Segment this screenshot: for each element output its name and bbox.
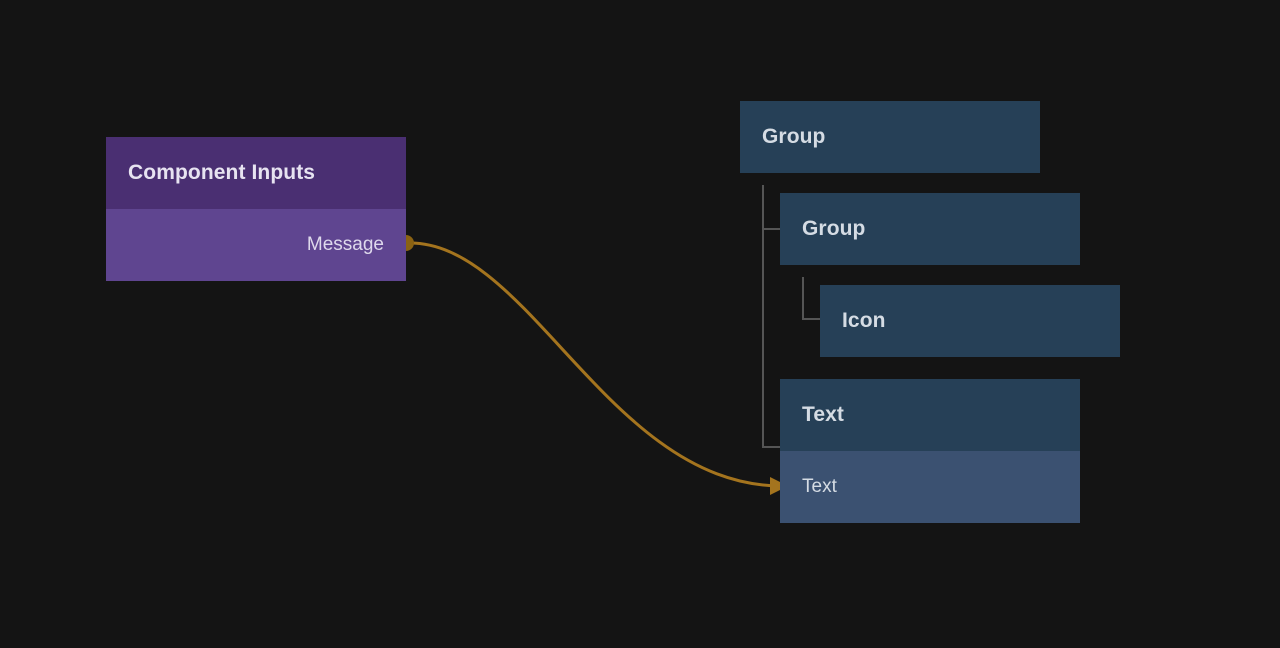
connection-message-to-text[interactable] — [408, 241, 784, 488]
tree-connector-icon — [802, 277, 820, 320]
node-icon[interactable]: Icon — [820, 285, 1120, 357]
node-text-header[interactable]: Text — [780, 379, 1080, 451]
node-title: Group — [762, 125, 826, 148]
port-row-text[interactable]: Text — [780, 451, 1080, 523]
node-group-root[interactable]: Group — [740, 101, 1040, 173]
port-row-message[interactable]: Message — [106, 209, 406, 281]
node-group-root-header[interactable]: Group — [740, 101, 1040, 173]
port-label: Message — [306, 234, 384, 255]
node-icon-header[interactable]: Icon — [820, 285, 1120, 357]
node-component-inputs-header[interactable]: Component Inputs — [106, 137, 406, 209]
port-label: Text — [802, 476, 837, 497]
node-component-inputs[interactable]: Component Inputs Message — [106, 137, 406, 281]
tree-connector-root — [762, 185, 780, 448]
node-title: Group — [802, 217, 866, 240]
node-title: Component Inputs — [128, 161, 316, 184]
node-group-child[interactable]: Group — [780, 193, 1080, 265]
node-title: Icon — [842, 309, 886, 332]
node-group-child-header[interactable]: Group — [780, 193, 1080, 265]
node-title: Text — [802, 403, 845, 426]
node-text[interactable]: Text Text — [780, 379, 1080, 523]
